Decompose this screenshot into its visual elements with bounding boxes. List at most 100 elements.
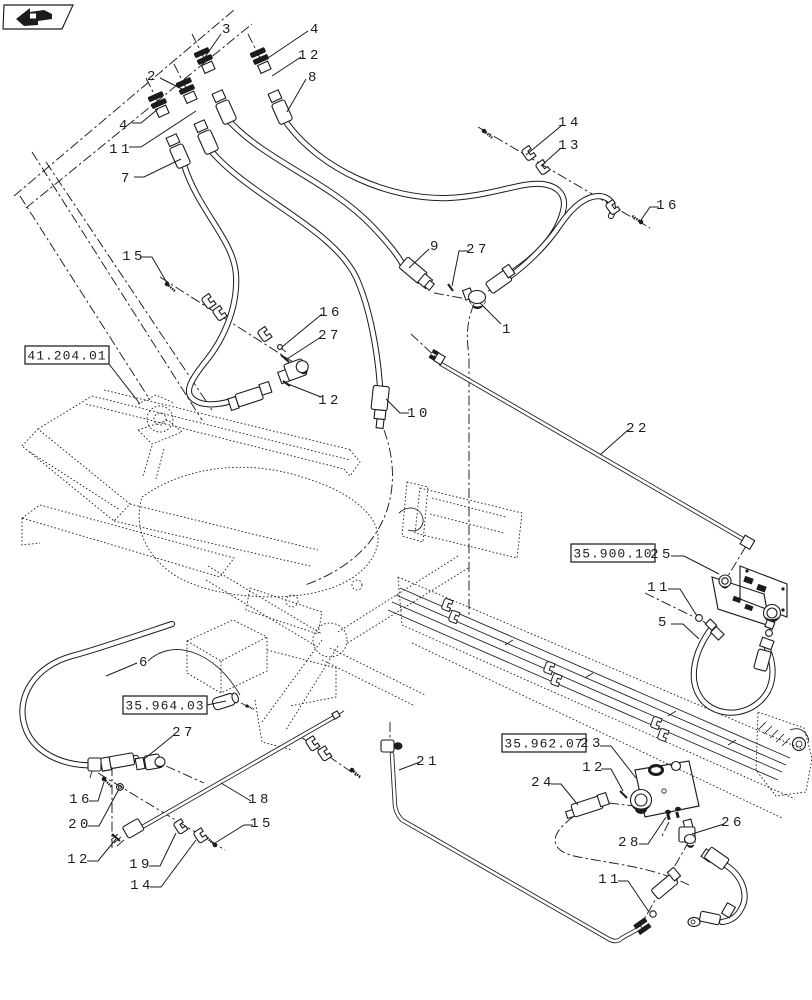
ref-box-frame[interactable] (501, 733, 587, 753)
callout-number[interactable]: 11 (598, 872, 622, 888)
callout-16[interactable]: 16 (281, 305, 343, 348)
ref-box-35.964.03[interactable]: 35.964.03 (122, 695, 227, 715)
callout-15[interactable]: 15 (122, 249, 168, 284)
ref-box-frame[interactable] (570, 543, 656, 563)
callout-11[interactable]: 11 (598, 872, 650, 913)
callout-27[interactable]: 27 (142, 725, 196, 761)
callout-number[interactable]: 27 (172, 725, 196, 741)
callout-number[interactable]: 21 (416, 754, 440, 770)
callout-20[interactable]: 20 (68, 788, 120, 833)
callout-5[interactable]: 5 (658, 615, 700, 640)
callout-number[interactable]: 20 (68, 817, 92, 833)
callout-number[interactable]: 7 (121, 171, 133, 187)
ref-box-label[interactable]: 41.204.01 (27, 349, 106, 364)
callout-number[interactable]: 12 (298, 48, 322, 64)
callout-leader (141, 256, 168, 284)
callout-number[interactable]: 12 (582, 760, 606, 776)
callout-26[interactable]: 26 (691, 815, 745, 835)
callout-number[interactable]: 15 (250, 816, 274, 832)
callout-10[interactable]: 10 (385, 398, 431, 422)
callout-number[interactable]: 26 (721, 815, 745, 831)
elbow-fitting-26 (678, 818, 697, 848)
callout-number[interactable]: 10 (407, 406, 431, 422)
callout-13[interactable]: 13 (540, 138, 582, 167)
callout-12[interactable]: 12 (287, 383, 342, 409)
callout-number[interactable]: 12 (318, 393, 342, 409)
callout-number[interactable]: 11 (647, 580, 671, 596)
callout-27[interactable]: 27 (286, 328, 342, 360)
callout-7[interactable]: 7 (121, 158, 182, 187)
callout-number[interactable]: 14 (130, 878, 154, 894)
callout-16[interactable]: 16 (69, 781, 105, 808)
ref-box-35.962.07[interactable]: 35.962.07 (501, 733, 587, 753)
hoses (19, 118, 776, 944)
callout-4[interactable]: 4 (119, 108, 159, 134)
fender-arc (147, 649, 241, 696)
callout-number[interactable]: 6 (139, 655, 151, 671)
ref-box-frame[interactable] (122, 695, 208, 715)
callout-leader (639, 816, 667, 845)
callout-number[interactable]: 4 (310, 22, 322, 38)
callout-number[interactable]: 16 (319, 305, 343, 321)
callout-12[interactable]: 12 (582, 760, 624, 792)
ref-box-label[interactable]: 35.964.03 (125, 699, 204, 714)
callout-number[interactable]: 19 (129, 857, 153, 873)
ref-box-label[interactable]: 35.962.07 (504, 737, 583, 752)
callout-number[interactable]: 16 (656, 198, 680, 214)
callout-number[interactable]: 4 (119, 118, 131, 134)
callout-number[interactable]: 27 (318, 328, 342, 344)
callout-3[interactable]: 3 (204, 22, 234, 58)
callout-11[interactable]: 11 (109, 110, 197, 158)
callout-number[interactable]: 28 (618, 835, 642, 851)
washer-20 (116, 783, 124, 791)
callout-number[interactable]: 14 (558, 115, 582, 131)
callout-number[interactable]: 23 (580, 736, 604, 752)
callout-1[interactable]: 1 (479, 302, 514, 338)
callout-number[interactable]: 5 (658, 615, 670, 631)
callout-6[interactable]: 6 (105, 655, 151, 677)
callout-number[interactable]: 24 (531, 775, 555, 791)
callout-27[interactable]: 27 (451, 242, 490, 287)
callout-number[interactable]: 1 (502, 322, 514, 338)
callout-25[interactable]: 25 (650, 547, 720, 575)
callout-number[interactable]: 16 (69, 792, 93, 808)
callout-18[interactable]: 18 (220, 782, 272, 808)
callout-leader (271, 56, 302, 77)
callout-23[interactable]: 23 (580, 736, 637, 779)
callout-16[interactable]: 16 (640, 198, 680, 221)
callout-number[interactable]: 2 (147, 69, 159, 85)
callout-2[interactable]: 2 (147, 69, 185, 91)
ref-box-label[interactable]: 35.900.10 (573, 547, 652, 562)
callout-12[interactable]: 12 (271, 48, 322, 77)
callout-24[interactable]: 24 (531, 775, 579, 806)
callout-number[interactable]: 11 (109, 142, 133, 158)
callout-number[interactable]: 12 (67, 852, 91, 868)
callout-12[interactable]: 12 (67, 838, 117, 868)
callout-15[interactable]: 15 (214, 816, 274, 844)
callout-number[interactable]: 15 (122, 249, 146, 265)
boom-assembly (387, 576, 812, 819)
callout-number[interactable]: 8 (308, 70, 320, 86)
callout-number[interactable]: 3 (222, 22, 234, 38)
callout-19[interactable]: 19 (129, 832, 177, 873)
callout-9[interactable]: 9 (408, 239, 442, 269)
callout-number[interactable]: 13 (558, 138, 582, 154)
callout-22[interactable]: 22 (599, 421, 650, 456)
callout-leader (599, 429, 629, 456)
callout-number[interactable]: 22 (626, 421, 650, 437)
callout-4[interactable]: 4 (264, 22, 322, 61)
callout-21[interactable]: 21 (398, 754, 440, 771)
callout-number[interactable]: 27 (466, 242, 490, 258)
callout-number[interactable]: 25 (650, 547, 674, 563)
ref-box-35.900.10[interactable]: 35.900.10 (570, 543, 656, 563)
ref-box-frame[interactable] (24, 345, 110, 365)
callout-number[interactable]: 9 (430, 239, 442, 255)
callout-14[interactable]: 14 (525, 115, 582, 156)
callout-11[interactable]: 11 (647, 580, 698, 617)
callout-8[interactable]: 8 (286, 70, 320, 113)
callout-number[interactable]: 18 (248, 792, 272, 808)
callout-14[interactable]: 14 (130, 839, 197, 894)
ref-box-41.204.01[interactable]: 41.204.01 (24, 345, 141, 405)
callout-28[interactable]: 28 (618, 816, 667, 851)
back-button[interactable] (2, 4, 74, 30)
